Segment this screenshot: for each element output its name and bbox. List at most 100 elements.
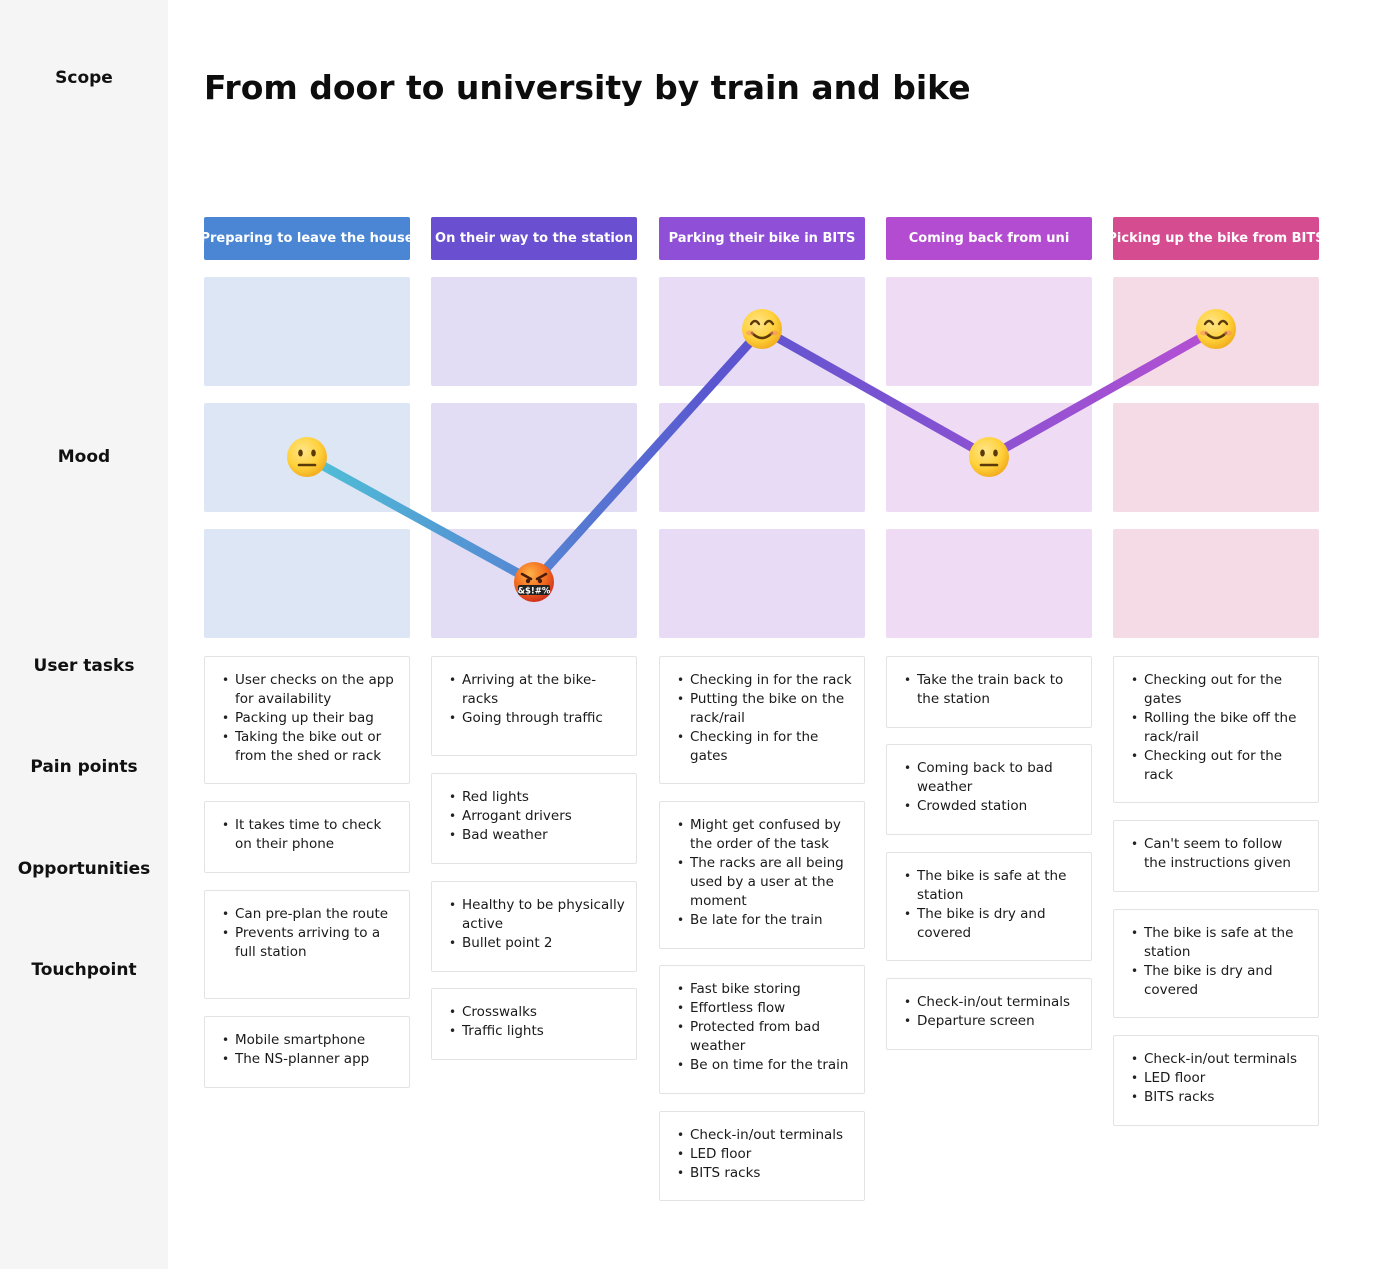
mood-cell bbox=[1113, 403, 1319, 512]
pain-points-card: Can't seem to follow the instructions gi… bbox=[1113, 820, 1319, 892]
stage-header: Picking up the bike from BITS bbox=[1113, 217, 1319, 260]
bullet-list: CrosswalksTraffic lights bbox=[446, 1003, 626, 1041]
row-label-user-tasks: User tasks bbox=[33, 656, 135, 676]
bullet-list: Healthy to be physically activeBullet po… bbox=[446, 896, 626, 953]
bullet-item: LED floor bbox=[1128, 1069, 1308, 1088]
pain-points-card: Coming back to bad weatherCrowded statio… bbox=[886, 744, 1092, 835]
bullet-item: Taking the bike out or from the shed or … bbox=[219, 728, 399, 766]
bullet-list: Check-in/out terminalsLED floorBITS rack… bbox=[674, 1126, 854, 1183]
mood-cell bbox=[204, 529, 410, 638]
stage-header: On their way to the station bbox=[431, 217, 637, 260]
bullet-item: Be on time for the train bbox=[674, 1056, 854, 1075]
opportunities-card: The bike is safe at the stationThe bike … bbox=[886, 852, 1092, 961]
mood-cell bbox=[886, 529, 1092, 638]
row-label-touchpoint: Touchpoint bbox=[31, 960, 137, 980]
pain-points-card: Might get confused by the order of the t… bbox=[659, 801, 865, 949]
bullet-item: Mobile smartphone bbox=[219, 1031, 399, 1050]
bullet-item: Effortless flow bbox=[674, 999, 854, 1018]
mood-cell bbox=[431, 277, 637, 386]
bullet-item: The racks are all being used by a user a… bbox=[674, 854, 854, 911]
bullet-item: Can't seem to follow the instructions gi… bbox=[1128, 835, 1308, 873]
bullet-list: Fast bike storingEffortless flowProtecte… bbox=[674, 980, 854, 1075]
opportunities-card: Can pre-plan the routePrevents arriving … bbox=[204, 890, 410, 999]
bullet-item: The bike is dry and covered bbox=[1128, 962, 1308, 1000]
bullet-item: Might get confused by the order of the t… bbox=[674, 816, 854, 854]
bullet-item: Coming back to bad weather bbox=[901, 759, 1081, 797]
bullet-item: Packing up their bag bbox=[219, 709, 399, 728]
bullet-list: Coming back to bad weatherCrowded statio… bbox=[901, 759, 1081, 816]
row-label-scope: Scope bbox=[55, 68, 113, 88]
bullet-item: It takes time to check on their phone bbox=[219, 816, 399, 854]
opportunities-card: Healthy to be physically activeBullet po… bbox=[431, 881, 637, 972]
mood-cell bbox=[204, 277, 410, 386]
bullet-item: Check-in/out terminals bbox=[901, 993, 1081, 1012]
mood-cell bbox=[886, 277, 1092, 386]
pain-points-card: Red lightsArrogant driversBad weather bbox=[431, 773, 637, 864]
row-label-opportunities: Opportunities bbox=[17, 859, 151, 879]
bullet-item: User checks on the app for availability bbox=[219, 671, 399, 709]
bullet-item: Bullet point 2 bbox=[446, 934, 626, 953]
bullet-item: Bad weather bbox=[446, 826, 626, 845]
touchpoints-card: CrosswalksTraffic lights bbox=[431, 988, 637, 1060]
opportunities-card: The bike is safe at the stationThe bike … bbox=[1113, 909, 1319, 1018]
bullet-item: Checking in for the rack bbox=[674, 671, 854, 690]
bullet-item: Checking in for the gates bbox=[674, 728, 854, 766]
pain-points-card: It takes time to check on their phone bbox=[204, 801, 410, 873]
bullet-list: Can pre-plan the routePrevents arriving … bbox=[219, 905, 399, 962]
row-label-pain-points: Pain points bbox=[30, 757, 138, 777]
user-tasks-card: Take the train back to the station bbox=[886, 656, 1092, 728]
bullet-item: Rolling the bike off the rack/rail bbox=[1128, 709, 1308, 747]
mood-cell bbox=[431, 529, 637, 638]
touchpoints-card: Check-in/out terminalsLED floorBITS rack… bbox=[659, 1111, 865, 1201]
mood-cell bbox=[659, 277, 865, 386]
bullet-item: Putting the bike on the rack/rail bbox=[674, 690, 854, 728]
user-tasks-card: Arriving at the bike-racksGoing through … bbox=[431, 656, 637, 756]
bullet-item: Crosswalks bbox=[446, 1003, 626, 1022]
bullet-item: Red lights bbox=[446, 788, 626, 807]
row-label-mood: Mood bbox=[57, 447, 111, 467]
bullet-item: Can pre-plan the route bbox=[219, 905, 399, 924]
bullet-item: Checking out for the rack bbox=[1128, 747, 1308, 785]
bullet-list: Checking in for the rackPutting the bike… bbox=[674, 671, 854, 766]
mood-cell bbox=[204, 403, 410, 512]
touchpoints-card: Check-in/out terminalsLED floorBITS rack… bbox=[1113, 1035, 1319, 1126]
stage-header: Preparing to leave the house bbox=[204, 217, 410, 260]
bullet-list: User checks on the app for availabilityP… bbox=[219, 671, 399, 766]
bullet-item: BITS racks bbox=[674, 1164, 854, 1183]
bullet-list: Checking out for the gatesRolling the bi… bbox=[1128, 671, 1308, 785]
bullet-item: BITS racks bbox=[1128, 1088, 1308, 1107]
mood-cell bbox=[659, 529, 865, 638]
bullet-item: Crowded station bbox=[901, 797, 1081, 816]
bullet-item: LED floor bbox=[674, 1145, 854, 1164]
bullet-item: Arrogant drivers bbox=[446, 807, 626, 826]
bullet-list: Red lightsArrogant driversBad weather bbox=[446, 788, 626, 845]
bullet-item: Be late for the train bbox=[674, 911, 854, 930]
user-tasks-card: Checking in for the rackPutting the bike… bbox=[659, 656, 865, 784]
bullet-item: The NS-planner app bbox=[219, 1050, 399, 1069]
bullet-list: Check-in/out terminalsLED floorBITS rack… bbox=[1128, 1050, 1308, 1107]
bullet-item: Fast bike storing bbox=[674, 980, 854, 999]
mood-cell bbox=[659, 403, 865, 512]
mood-cell bbox=[1113, 529, 1319, 638]
bullet-list: Check-in/out terminalsDeparture screen bbox=[901, 993, 1081, 1031]
touchpoints-card: Check-in/out terminalsDeparture screen bbox=[886, 978, 1092, 1050]
opportunities-card: Fast bike storingEffortless flowProtecte… bbox=[659, 965, 865, 1094]
user-tasks-card: User checks on the app for availabilityP… bbox=[204, 656, 410, 784]
bullet-list: Can't seem to follow the instructions gi… bbox=[1128, 835, 1308, 873]
bullet-item: Check-in/out terminals bbox=[1128, 1050, 1308, 1069]
stage-header: Coming back from uni bbox=[886, 217, 1092, 260]
bullet-list: The bike is safe at the stationThe bike … bbox=[1128, 924, 1308, 1000]
mood-cell bbox=[431, 403, 637, 512]
bullet-item: Going through traffic bbox=[446, 709, 626, 728]
bullet-item: Take the train back to the station bbox=[901, 671, 1081, 709]
bullet-list: The bike is safe at the stationThe bike … bbox=[901, 867, 1081, 943]
bullet-item: Healthy to be physically active bbox=[446, 896, 626, 934]
bullet-item: Checking out for the gates bbox=[1128, 671, 1308, 709]
bullet-item: Traffic lights bbox=[446, 1022, 626, 1041]
user-tasks-card: Checking out for the gatesRolling the bi… bbox=[1113, 656, 1319, 803]
bullet-item: Arriving at the bike-racks bbox=[446, 671, 626, 709]
row-label-sidebar: Scope Mood User tasks Pain points Opport… bbox=[0, 0, 168, 1269]
bullet-item: Prevents arriving to a full station bbox=[219, 924, 399, 962]
touchpoints-card: Mobile smartphoneThe NS-planner app bbox=[204, 1016, 410, 1088]
bullet-item: The bike is dry and covered bbox=[901, 905, 1081, 943]
